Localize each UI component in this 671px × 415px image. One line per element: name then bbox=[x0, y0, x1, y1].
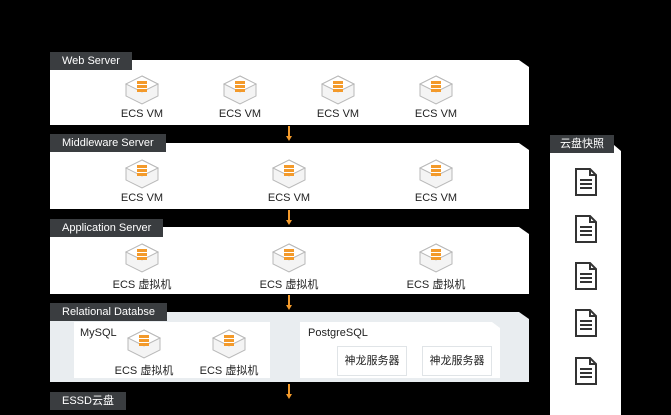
server-node: ECS VM bbox=[396, 158, 476, 204]
server-node: ECS VM bbox=[102, 74, 182, 120]
node-label: ECS VM bbox=[414, 192, 458, 204]
server-node: ECS VM bbox=[396, 74, 476, 120]
web-server-tag: Web Server bbox=[50, 52, 132, 70]
flow-arrow bbox=[286, 384, 292, 400]
node-label: ECS VM bbox=[316, 108, 360, 120]
relational-database-tag: Relational Databse bbox=[50, 303, 167, 321]
server-icon bbox=[222, 75, 258, 105]
server-icon bbox=[124, 159, 160, 189]
snapshot-tag: 云盘快照 bbox=[550, 135, 614, 153]
server-node: ECS 虚拟机 bbox=[104, 328, 184, 378]
essd-disk-tag: ESSD云盘 bbox=[50, 392, 126, 410]
server-node: ECS 虚拟机 bbox=[102, 242, 182, 292]
server-icon bbox=[126, 329, 162, 359]
node-label: ECS 虚拟机 bbox=[114, 365, 174, 377]
flow-arrow bbox=[286, 295, 292, 311]
node-label: ECS VM bbox=[414, 108, 458, 120]
server-node: ECS VM bbox=[200, 74, 280, 120]
node-label: ECS 虚拟机 bbox=[112, 279, 172, 291]
node-label: ECS VM bbox=[120, 108, 164, 120]
document-icon bbox=[575, 168, 597, 196]
node-label: ECS 虚拟机 bbox=[199, 365, 259, 377]
bare-metal-server: 神龙服务器 bbox=[336, 345, 408, 377]
server-node: ECS VM bbox=[249, 158, 329, 204]
server-icon bbox=[418, 159, 454, 189]
server-node: ECS VM bbox=[102, 158, 182, 204]
document-icon bbox=[575, 309, 597, 337]
node-label: ECS 虚拟机 bbox=[259, 279, 319, 291]
server-node: ECS 虚拟机 bbox=[249, 242, 329, 292]
server-icon bbox=[320, 75, 356, 105]
flow-arrow bbox=[286, 210, 292, 226]
server-icon bbox=[124, 243, 160, 273]
server-icon bbox=[418, 243, 454, 273]
application-server-tag: Application Server bbox=[50, 219, 164, 237]
bare-metal-server: 神龙服务器 bbox=[421, 345, 493, 377]
node-label: ECS 虚拟机 bbox=[406, 279, 466, 291]
mysql-label: MySQL bbox=[80, 327, 117, 339]
server-node: ECS VM bbox=[298, 74, 378, 120]
server-icon bbox=[271, 159, 307, 189]
server-node: ECS 虚拟机 bbox=[189, 328, 269, 378]
node-label: ECS VM bbox=[218, 108, 262, 120]
node-label: ECS VM bbox=[267, 192, 311, 204]
node-label: ECS VM bbox=[120, 192, 164, 204]
middleware-server-tag: Middleware Server bbox=[50, 134, 166, 152]
document-icon bbox=[575, 215, 597, 243]
server-icon bbox=[211, 329, 247, 359]
server-icon bbox=[418, 75, 454, 105]
document-icon bbox=[575, 357, 597, 385]
server-node: ECS 虚拟机 bbox=[396, 242, 476, 292]
flow-arrow bbox=[286, 126, 292, 142]
postgresql-label: PostgreSQL bbox=[308, 327, 368, 339]
server-icon bbox=[124, 75, 160, 105]
document-icon bbox=[575, 262, 597, 290]
server-icon bbox=[271, 243, 307, 273]
